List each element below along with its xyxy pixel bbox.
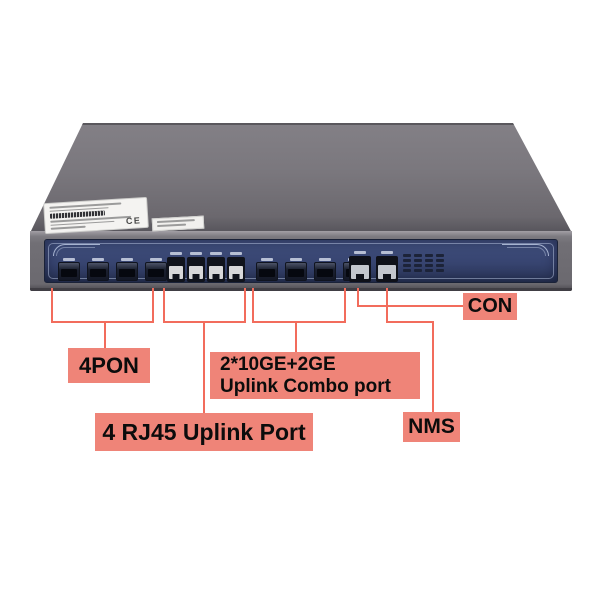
- panel-corner-ornament-left: [53, 244, 100, 256]
- callout-line-nms-horizontal: [386, 321, 434, 323]
- led-indicator: [414, 264, 422, 267]
- led-indicator: [425, 264, 433, 267]
- led-indicator: [436, 259, 444, 262]
- led-indicator: [403, 254, 411, 257]
- rj45-notch: [232, 274, 240, 279]
- sticker-text-line: [50, 225, 86, 230]
- led-grid: [403, 254, 445, 272]
- sfp-slot: [119, 269, 135, 277]
- led-indicator: [436, 254, 444, 257]
- secondary-sticker: [151, 215, 205, 232]
- sfp-slot: [148, 269, 164, 277]
- callout-line-nms-drop: [386, 288, 388, 323]
- sfp-slot: [90, 269, 106, 277]
- sfp-slot: [61, 269, 77, 277]
- sfp-slot: [317, 269, 333, 277]
- callout-line-combo-left: [252, 288, 254, 323]
- combo-sfp-uplink-ports-1: [256, 262, 278, 281]
- led-indicator: [425, 269, 433, 272]
- rj45-opening: [378, 265, 396, 279]
- ce-mark: CE: [125, 215, 142, 227]
- led-indicator: [414, 259, 422, 262]
- front-panel: [44, 239, 558, 283]
- rj45-uplink-port-group: [167, 257, 245, 282]
- sticker-text-line: [157, 223, 187, 228]
- rj45-uplink-ports-4: [227, 257, 245, 282]
- led-indicator: [403, 264, 411, 267]
- led-indicator: [436, 264, 444, 267]
- callout-label-4pon: 4PON: [68, 348, 150, 383]
- led-indicator: [436, 269, 444, 272]
- pon-sfp-ports-4: [145, 262, 167, 281]
- callout-line-combo-bracket: [252, 321, 346, 323]
- mgmt-port-group: [349, 256, 398, 282]
- callout-line-combo-drop: [295, 322, 297, 353]
- callout-label-rj45-uplink: 4 RJ45 Uplink Port: [95, 413, 313, 451]
- led-indicator: [403, 269, 411, 272]
- pon-sfp-port-group: [58, 262, 167, 281]
- pon-sfp-ports-3: [116, 262, 138, 281]
- callout-label-con: CON: [463, 293, 517, 320]
- product-info-sticker: CE: [43, 196, 149, 235]
- panel-corner-ornament-right-inner: [507, 247, 546, 256]
- led-indicator: [425, 259, 433, 262]
- console-and-nms-ports-1: [349, 256, 371, 282]
- combo-sfp-uplink-ports-3: [314, 262, 336, 281]
- callout-line-rj45-drop: [203, 322, 205, 414]
- pon-sfp-ports-1: [58, 262, 80, 281]
- sticker-text-line: [156, 219, 195, 224]
- callout-line-pon-drop: [104, 322, 106, 349]
- rj45-notch: [383, 274, 391, 279]
- sfp-slot: [259, 269, 275, 277]
- callout-line-pon-bracket: [51, 321, 154, 323]
- rj45-uplink-ports-2: [187, 257, 205, 282]
- callout-combo-line2: Uplink Combo port: [220, 375, 391, 397]
- callout-line-con-horizontal: [357, 305, 464, 307]
- callout-line-pon-left: [51, 288, 53, 323]
- led-indicator: [414, 269, 422, 272]
- callout-combo-line1: 2*10GE+2GE: [220, 353, 336, 375]
- combo-sfp-uplink-ports-2: [285, 262, 307, 281]
- rj45-opening: [351, 265, 369, 279]
- console-and-nms-ports-2: [376, 256, 398, 282]
- rj45-notch: [212, 274, 220, 279]
- rj45-uplink-ports-1: [167, 257, 185, 282]
- callout-line-pon-right: [152, 288, 154, 323]
- callout-label-combo-uplink: 2*10GE+2GE Uplink Combo port: [210, 352, 420, 399]
- callout-line-con-drop: [357, 288, 359, 307]
- rj45-notch: [172, 274, 180, 279]
- chassis-front-face: [30, 231, 572, 291]
- callout-line-rj45-left: [163, 288, 165, 323]
- pon-sfp-ports-2: [87, 262, 109, 281]
- callout-line-combo-right: [344, 288, 346, 323]
- led-indicator: [403, 259, 411, 262]
- callout-label-nms: NMS: [403, 412, 460, 442]
- panel-corner-ornament-left-inner: [56, 247, 95, 256]
- callout-line-rj45-right: [244, 288, 246, 323]
- rj45-notch: [192, 274, 200, 279]
- rj45-notch: [356, 274, 364, 279]
- callout-line-nms-drop2: [432, 322, 434, 413]
- rj45-uplink-ports-3: [207, 257, 225, 282]
- led-indicator: [414, 254, 422, 257]
- led-indicator: [425, 254, 433, 257]
- sfp-slot: [288, 269, 304, 277]
